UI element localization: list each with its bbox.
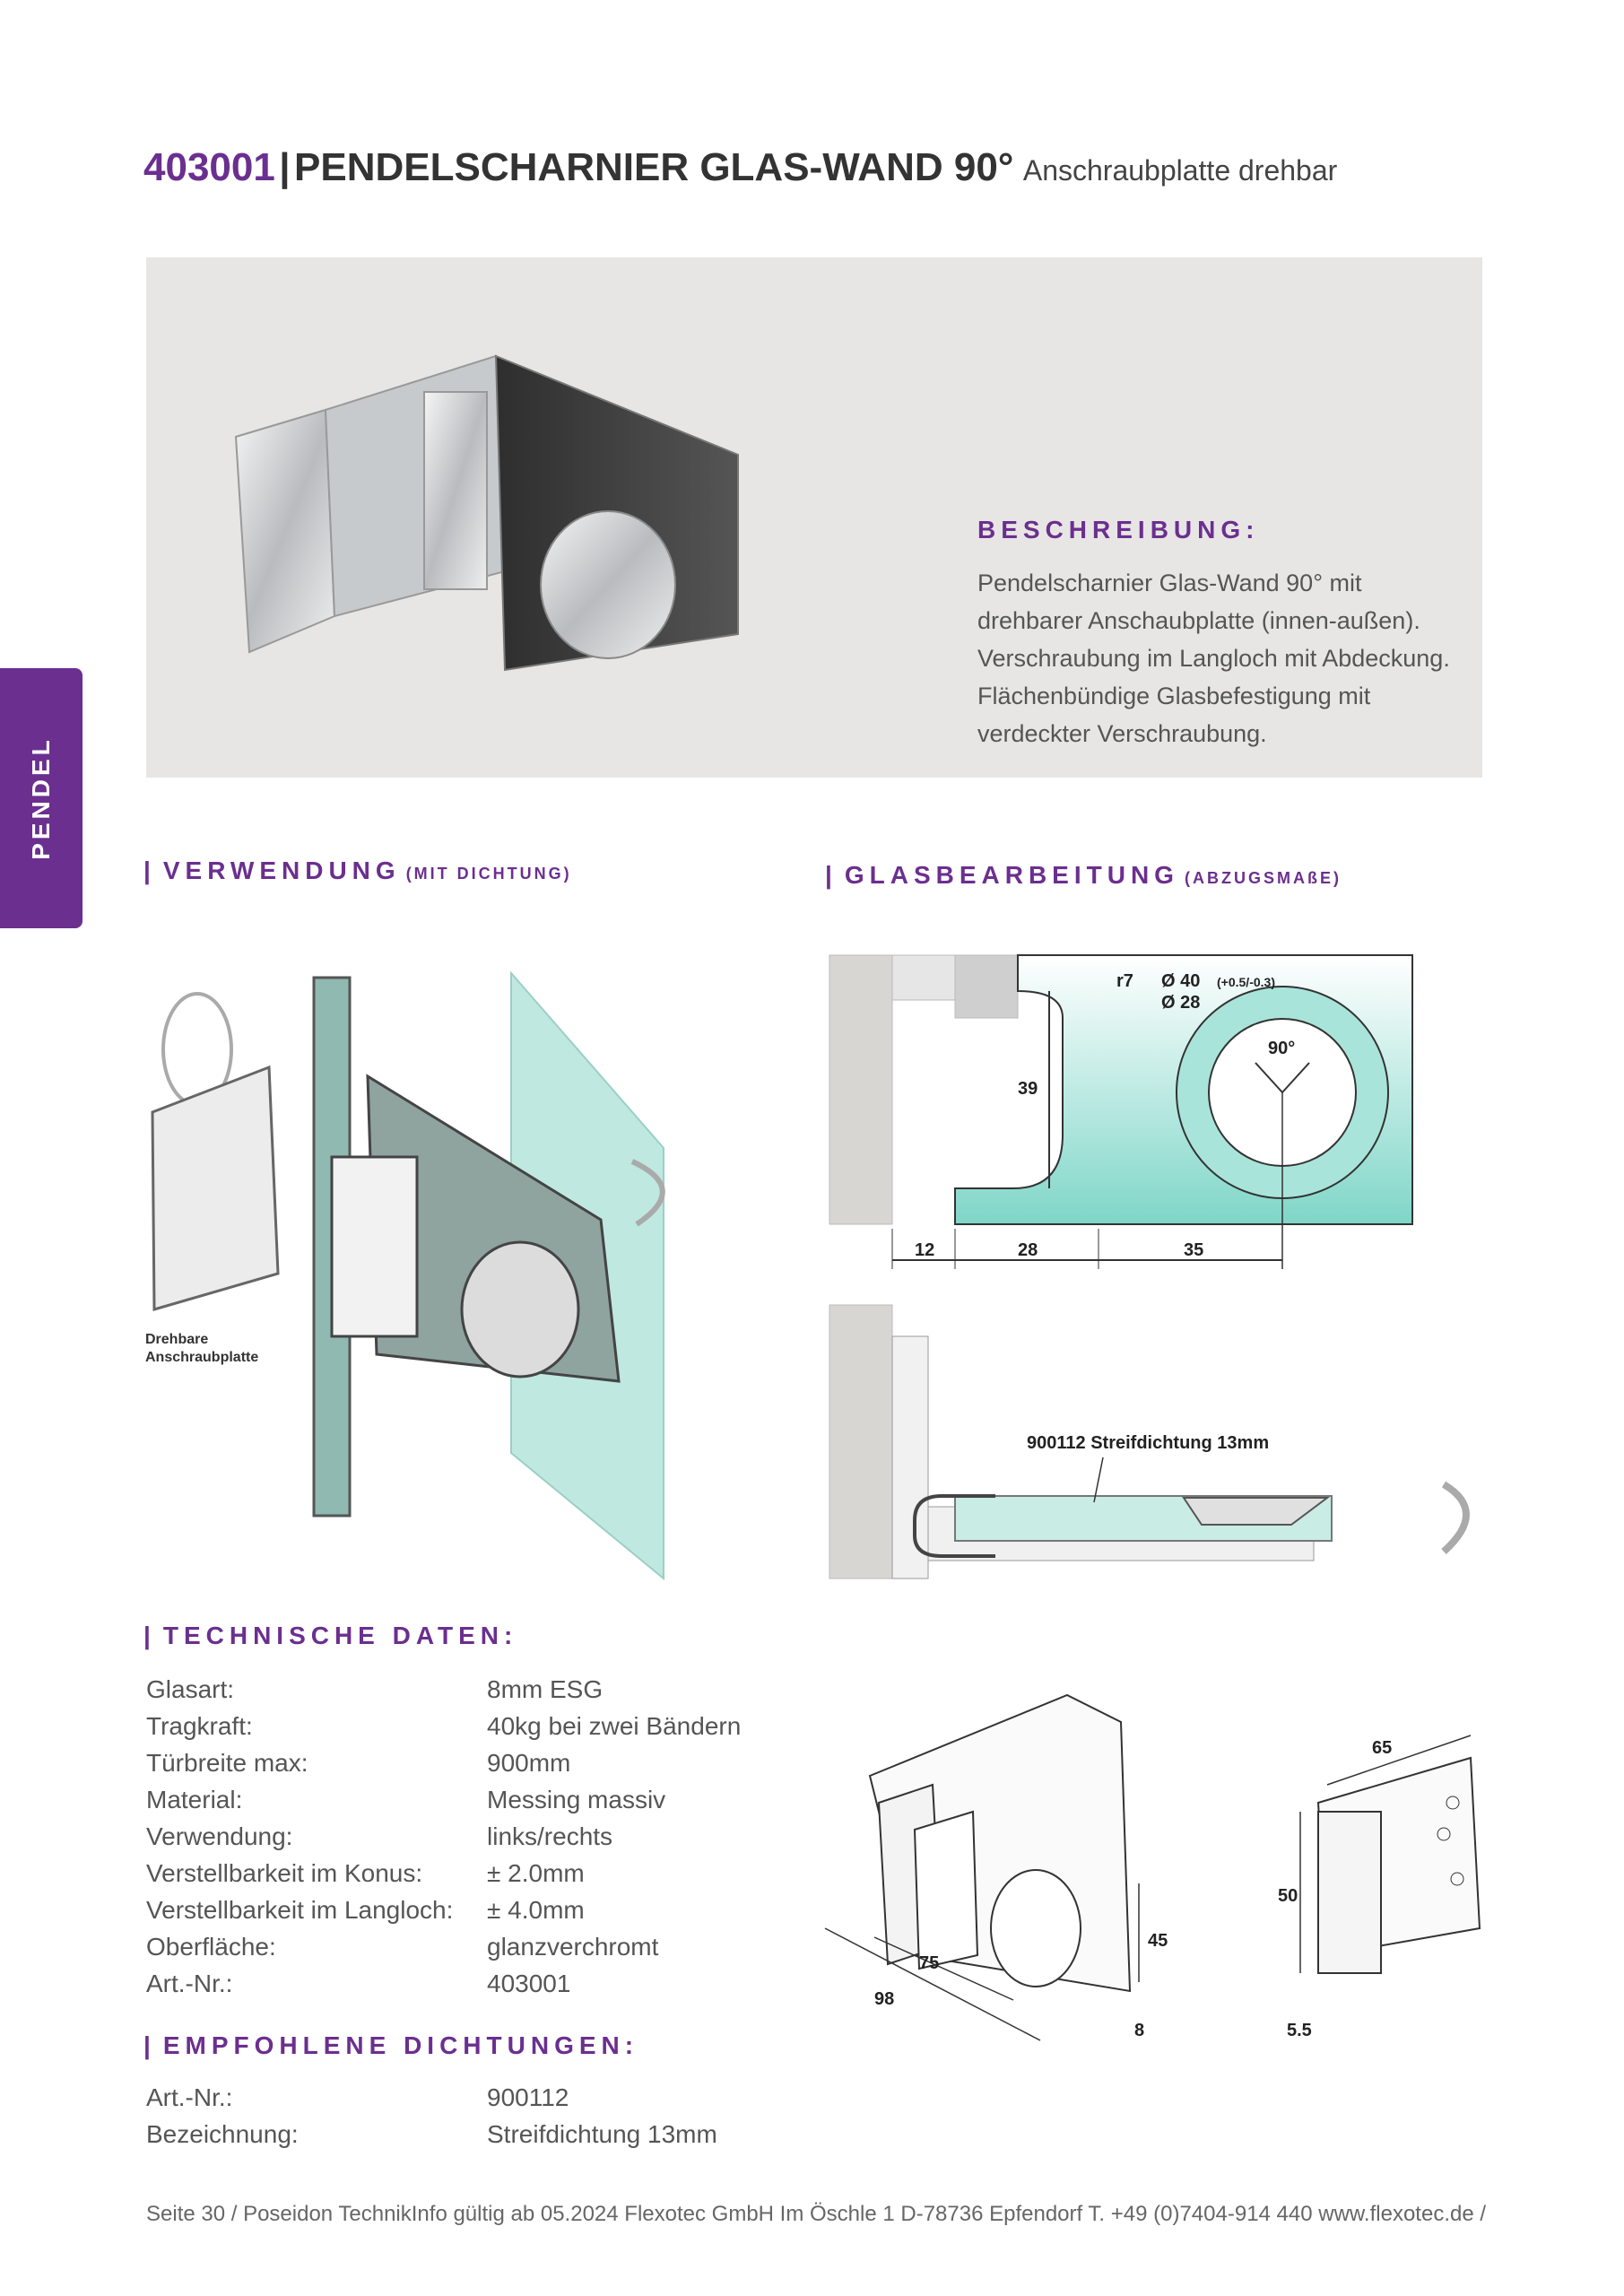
article-number: 403001 xyxy=(143,145,275,189)
hero-panel: BESCHREIBUNG: Pendelscharnier Glas-Wand … xyxy=(146,257,1482,778)
svg-text:39: 39 xyxy=(1018,1079,1038,1099)
dimension-drawing: 98 75 45 8 65 50 5.5 xyxy=(824,1693,1481,2041)
section-heading-glasbearbeitung: |GLASBEARBEITUNG(ABZUGSMAßE) xyxy=(825,861,1342,889)
description-line: verdeckter Verschraubung. xyxy=(977,720,1267,747)
seal-drawing: 900112 Streifdichtung 13mm xyxy=(829,1304,1470,1579)
svg-text:98: 98 xyxy=(874,1989,894,2009)
svg-text:90°: 90° xyxy=(1268,1039,1295,1058)
usage-drawing: Drehbare Anschraubplatte xyxy=(145,970,665,1581)
description-line: Pendelscharnier Glas-Wand 90° mit xyxy=(977,570,1362,596)
svg-text:Ø 40: Ø 40 xyxy=(1161,971,1200,991)
svg-text:8: 8 xyxy=(1134,2021,1144,2040)
glass-processing-drawing: r7 Ø 40 (+0.5/-0.3) Ø 28 90° 39 12 28 35 xyxy=(829,954,1413,1269)
svg-text:35: 35 xyxy=(1184,1240,1203,1260)
rotate-right-icon xyxy=(630,1159,665,1227)
svg-text:(+0.5/-0.3): (+0.5/-0.3) xyxy=(1217,975,1275,989)
svg-text:75: 75 xyxy=(919,1953,939,1973)
side-tab-pendel[interactable]: PENDEL xyxy=(0,668,83,928)
product-photo xyxy=(234,354,739,672)
rotate-icon xyxy=(1441,1481,1470,1554)
svg-text:45: 45 xyxy=(1148,1931,1168,1951)
usage-label: Anschraubplatte xyxy=(145,1350,258,1365)
title-separator: | xyxy=(279,145,291,189)
description-line: Flächenbündige Glasbefestigung mit xyxy=(977,683,1371,709)
svg-text:28: 28 xyxy=(1018,1240,1038,1260)
description-line: drehbarer Anschaubplatte (innen-außen). xyxy=(977,607,1420,634)
page-title: 403001 | PENDELSCHARNIER GLAS-WAND 90° A… xyxy=(143,145,1337,190)
svg-text:65: 65 xyxy=(1372,1738,1392,1758)
seal-label: 900112 Streifdichtung 13mm xyxy=(1027,1433,1269,1453)
usage-label: Drehbare xyxy=(145,1332,208,1347)
title-subtitle: Anschraubplatte drehbar xyxy=(1022,154,1338,187)
svg-text:50: 50 xyxy=(1278,1886,1298,1906)
svg-text:r7: r7 xyxy=(1116,971,1133,991)
svg-text:12: 12 xyxy=(915,1240,934,1260)
title-main: PENDELSCHARNIER GLAS-WAND 90° xyxy=(294,145,1014,189)
side-tab-label: PENDEL xyxy=(27,736,55,860)
page-footer: Seite 30 / Poseidon TechnikInfo gültig a… xyxy=(146,2202,1487,2226)
svg-text:5.5: 5.5 xyxy=(1287,2021,1312,2040)
svg-text:Ø 28: Ø 28 xyxy=(1161,993,1200,1013)
description-line: Verschraubung im Langloch mit Abdeckung. xyxy=(977,645,1450,672)
description-heading: BESCHREIBUNG: xyxy=(977,516,1260,544)
description-block: BESCHREIBUNG: Pendelscharnier Glas-Wand … xyxy=(977,516,1480,752)
section-heading-verwendung: |VERWENDUNG(MIT DICHTUNG) xyxy=(143,857,572,884)
section-heading-technische-daten: |TECHNISCHE DATEN: xyxy=(143,1622,518,1649)
section-heading-empfohlene-dichtungen: |EMPFOHLENE DICHTUNGEN: xyxy=(143,2031,639,2059)
